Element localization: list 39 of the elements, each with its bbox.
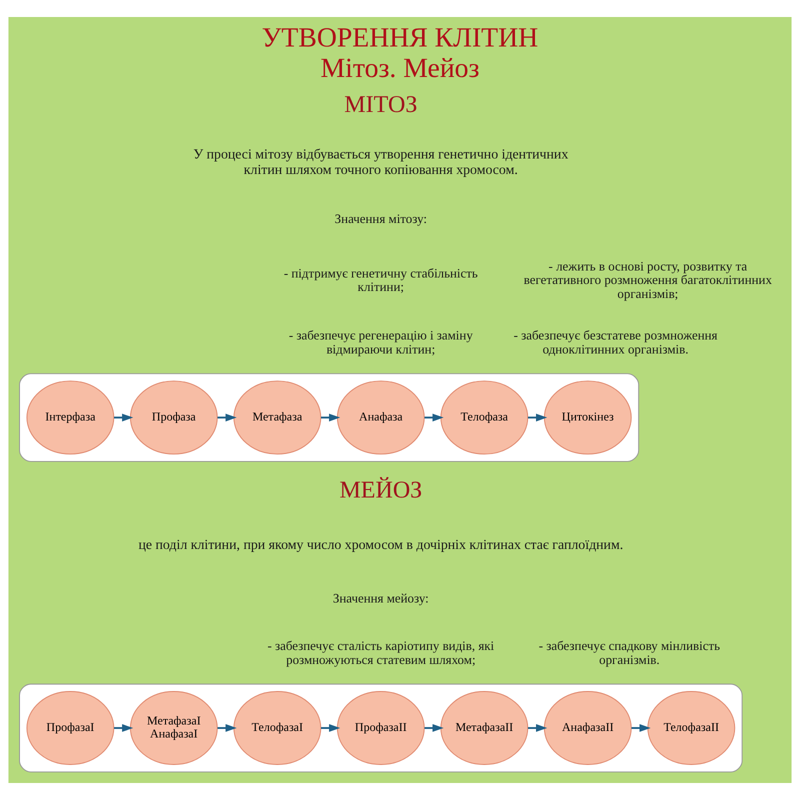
arrow bbox=[114, 724, 134, 732]
label: - забезпечує сталість каріотипу видів, які розмножуються статевим шляхом; bbox=[267, 638, 494, 667]
arrow bbox=[528, 724, 548, 732]
node-ellipse: Метафаза bbox=[233, 380, 322, 455]
diagram-title: УТВОРЕННЯ КЛІТИН Мітоз. Мейоз bbox=[262, 22, 538, 84]
label: МЕЙОЗ bbox=[339, 477, 422, 504]
node-ellipse: ПрофазаII bbox=[336, 691, 425, 765]
node-ellipse: Цитокінез bbox=[544, 380, 632, 455]
node-ellipse: МетафазаII bbox=[440, 691, 528, 765]
arrow bbox=[114, 414, 134, 422]
label: - забезпечує безстатеве розмноження одноклітинних організмів. bbox=[514, 328, 718, 357]
label: - забезпечує спадкову мінливість організмів. bbox=[538, 638, 720, 667]
label: Значення мейозу: bbox=[332, 590, 429, 606]
cluster bbox=[19, 684, 743, 772]
node-ellipse: ТелофазаII bbox=[647, 691, 736, 765]
arrow bbox=[631, 724, 651, 732]
node-ellipse: Телофаза bbox=[440, 380, 528, 455]
arrow bbox=[424, 414, 444, 422]
cluster bbox=[19, 373, 640, 462]
label: У процесі мітозу відбувається утворення генетично ідентичних клітин шляхом точного копіювання хромосом. bbox=[193, 146, 568, 178]
node-ellipse: Анафаза bbox=[336, 380, 425, 455]
arrow bbox=[321, 724, 340, 732]
arrow bbox=[218, 414, 237, 422]
node-ellipse: ТелофазаI bbox=[233, 691, 322, 765]
arrow bbox=[528, 414, 548, 422]
node-ellipse: Інтерфаза bbox=[26, 380, 114, 455]
node-ellipse: Профаза bbox=[130, 380, 218, 455]
label: - підтримує генетичну стабільність клітини; bbox=[284, 265, 478, 294]
node-ellipse: ПрофазаI bbox=[26, 691, 114, 765]
node-ellipse: АнафазаII bbox=[544, 691, 632, 765]
arrow bbox=[218, 724, 237, 732]
node-ellipse: МетафазаI АнафазаI bbox=[130, 691, 218, 765]
label: це поділ клітини, при якому число хромосом в дочірніх клітинах стає гаплоїдним. bbox=[138, 536, 624, 552]
label: МІТОЗ bbox=[344, 92, 418, 118]
arrow bbox=[321, 414, 340, 422]
label: - лежить в основі росту, розвитку та вегетативного розмноження багатоклітинних організмів; bbox=[524, 258, 772, 302]
label: - забезпечує регенерацію і заміну відмираючи клітин; bbox=[288, 328, 473, 357]
label: Значення мітозу: bbox=[334, 210, 427, 226]
arrow bbox=[424, 724, 444, 732]
